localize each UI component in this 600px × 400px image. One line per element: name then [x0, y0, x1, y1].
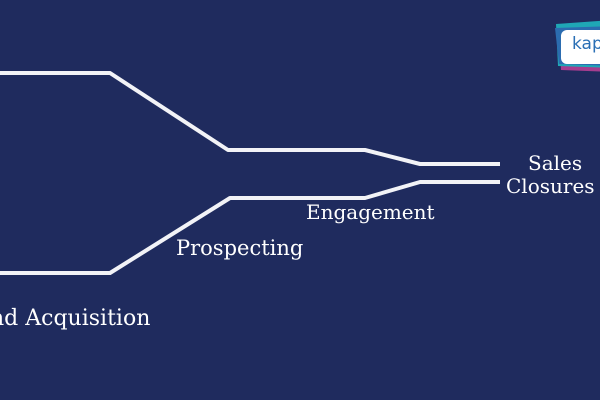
kapture-logo-icon	[555, 20, 600, 72]
stage-label-prospecting: Prospecting	[176, 236, 304, 260]
stage-label-engagement: Engagement	[306, 200, 435, 224]
funnel-lower-line	[0, 180, 500, 275]
stage-label-closures: Closures	[506, 174, 595, 198]
stage-label-lead-acquisition: nd Acquisition	[0, 306, 151, 331]
logo-text: kap	[572, 34, 600, 54]
stage-label-sales: Sales	[528, 151, 583, 175]
funnel-upper-line	[0, 71, 500, 166]
